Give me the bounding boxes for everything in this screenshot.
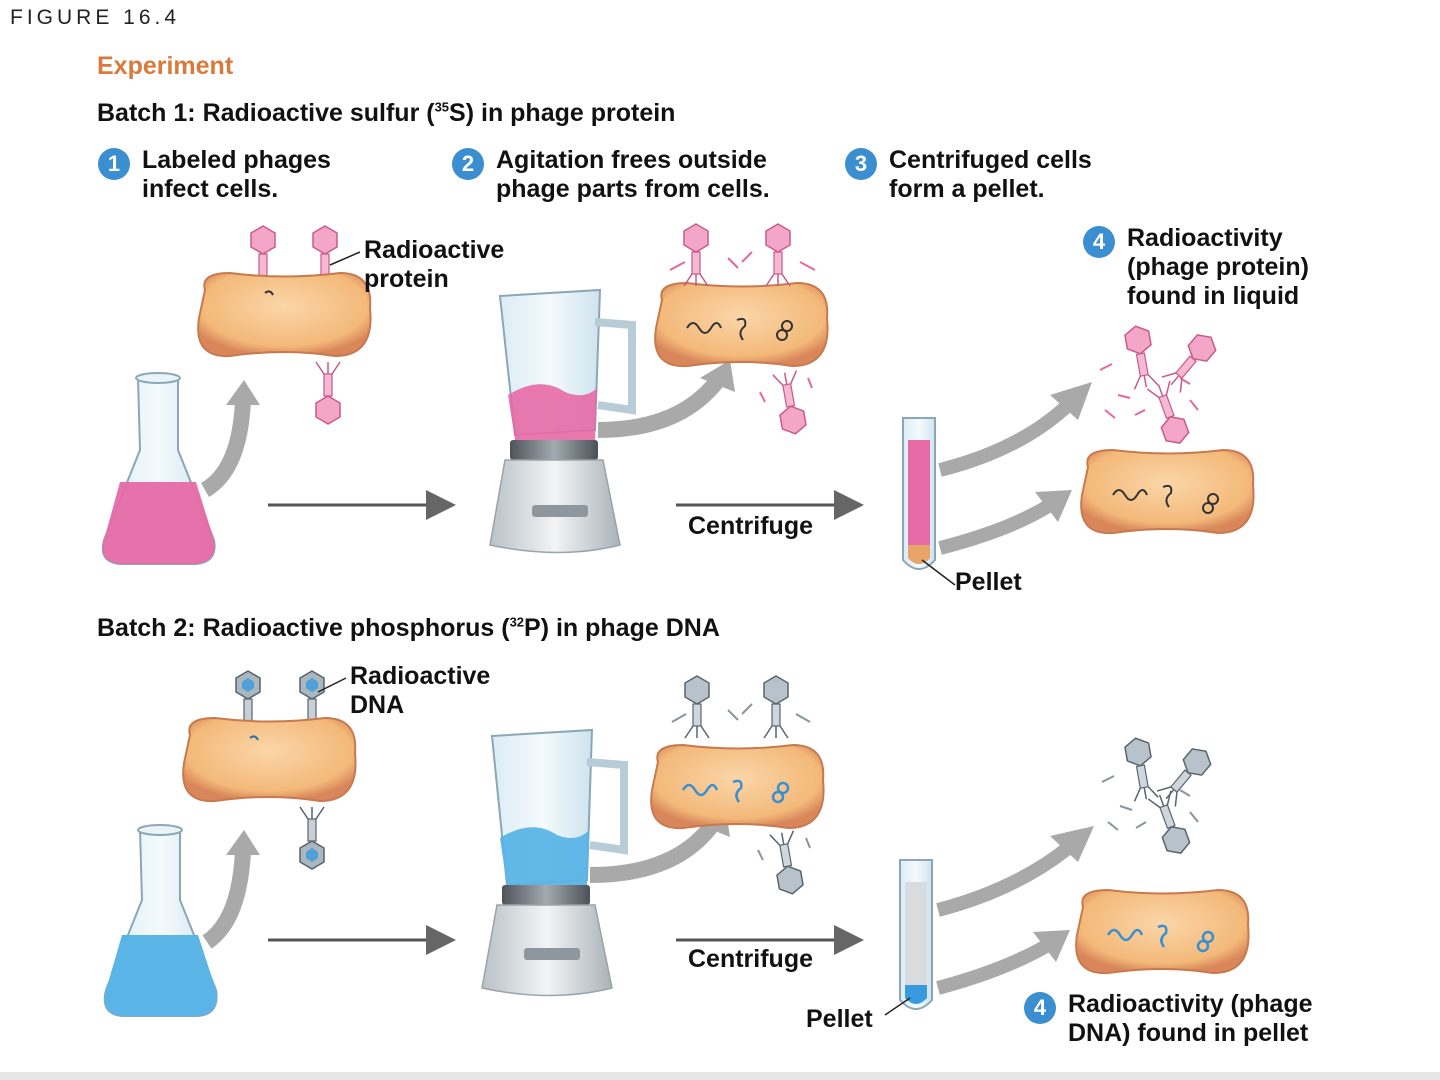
batch1-title-post: S) in phage protein — [449, 99, 676, 127]
batch1-step2: 2 Agitation frees outside phage parts fr… — [452, 146, 770, 204]
step3-line2: form a pellet. — [889, 175, 1045, 203]
figure-label: FIGURE 16.4 — [10, 6, 181, 29]
step4-line2: (phage protein) — [1127, 253, 1309, 281]
step-number-badge: 2 — [452, 148, 484, 180]
step2-line1: Agitation frees outside — [496, 146, 767, 174]
section-label: Experiment — [97, 52, 234, 80]
step-number-badge: 3 — [845, 148, 877, 180]
blender-batch2 — [481, 728, 628, 997]
label-line1: Radioactive — [350, 662, 491, 690]
batch2-title: Batch 2: Radioactive phosphorus (32P) in… — [97, 614, 720, 643]
pellet-label-batch2: Pellet — [806, 1005, 873, 1033]
batch2-title-pre: Batch 2: Radioactive phosphorus ( — [97, 614, 510, 642]
step-number-badge: 1 — [98, 148, 130, 180]
step-number-badge: 4 — [1024, 992, 1056, 1024]
agitated-cell-batch1 — [654, 282, 829, 368]
batch1-step1: 1 Labeled phages infect cells. — [98, 146, 331, 204]
label-radioactive-protein: Radioactive protein — [364, 236, 504, 294]
pellet-label-batch1: Pellet — [955, 568, 1022, 596]
label-line1: Radioactive — [364, 236, 505, 264]
step4-line3: found in liquid — [1127, 282, 1300, 310]
infected-cell-batch1 — [197, 225, 372, 425]
centrifuge-label-batch2: Centrifuge — [688, 945, 813, 973]
batch1-title: Batch 1: Radioactive sulfur (35S) in pha… — [97, 99, 675, 128]
batch2-title-post: P) in phage DNA — [524, 614, 720, 642]
label-radioactive-dna: Radioactive DNA — [350, 662, 490, 720]
flask-batch2 — [103, 824, 218, 1017]
pellet-cell-batch1 — [1080, 449, 1255, 535]
step2-line2: phage parts from cells. — [496, 175, 770, 203]
tube-batch2 — [899, 859, 933, 1010]
flask-batch1 — [101, 372, 216, 565]
batch1-step4: 4 Radioactivity (phage protein) found in… — [1083, 224, 1309, 311]
batch1-title-pre: Batch 1: Radioactive sulfur ( — [97, 99, 435, 127]
step1-line1: Labeled phages — [142, 146, 331, 174]
step-number-badge: 4 — [1083, 226, 1115, 258]
blender-batch1 — [489, 288, 636, 554]
step1-line2: infect cells. — [142, 175, 279, 203]
batch1-step3: 3 Centrifuged cells form a pellet. — [845, 146, 1092, 204]
centrifuge-label-batch1: Centrifuge — [688, 512, 813, 540]
batch2-step4: 4 Radioactivity (phage DNA) found in pel… — [1024, 990, 1313, 1048]
batch2-isotope: 32 — [509, 614, 525, 630]
step4-line2: DNA) found in pellet — [1068, 1019, 1309, 1047]
step3-line1: Centrifuged cells — [889, 146, 1092, 174]
label-line2: DNA — [350, 691, 405, 719]
tube-batch1 — [902, 417, 936, 570]
agitated-cell-batch2 — [650, 744, 825, 830]
batch1-isotope: 35 — [434, 99, 450, 115]
pellet-cell-batch2 — [1075, 889, 1250, 975]
infected-cell-batch2 — [182, 670, 357, 870]
step4-line1: Radioactivity (phage — [1068, 990, 1313, 1018]
bottom-border — [0, 1072, 1440, 1080]
step4-line1: Radioactivity — [1127, 224, 1283, 252]
label-line2: protein — [364, 265, 449, 293]
